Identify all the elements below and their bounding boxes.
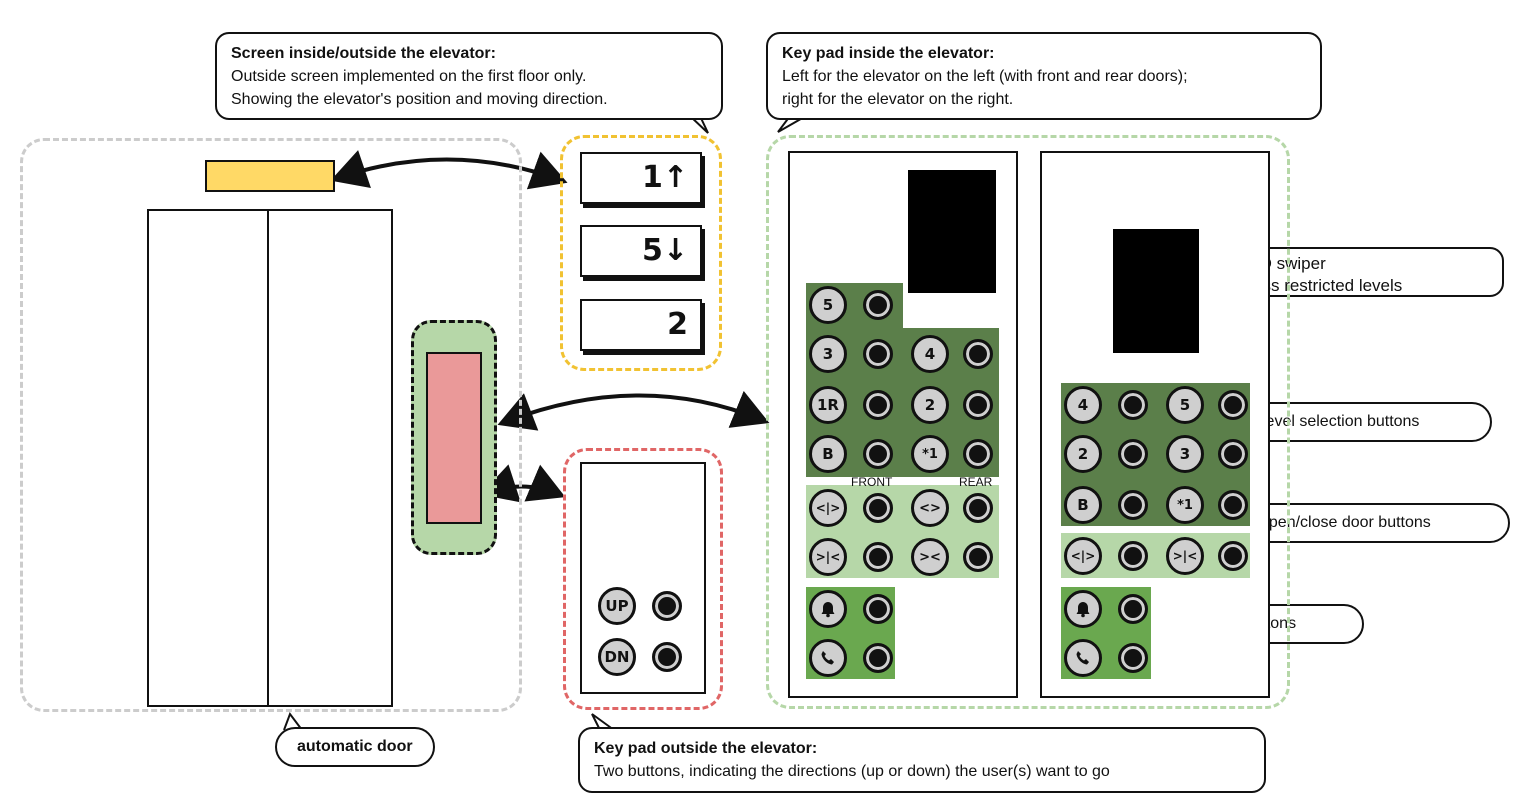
callout-automatic-door: automatic door: [275, 727, 435, 767]
level-button-2[interactable]: 2: [911, 386, 949, 424]
phone-icon: [1076, 651, 1089, 665]
down-indicator: [652, 642, 682, 672]
alarm-button[interactable]: [1064, 590, 1102, 628]
door-indicator: [863, 493, 893, 523]
alarm-indicator: [1118, 594, 1148, 624]
call-panel[interactable]: [426, 352, 482, 524]
level-indicator: [963, 439, 993, 469]
phone-button[interactable]: [809, 639, 847, 677]
level-button-b[interactable]: B: [1064, 486, 1102, 524]
open-door-button[interactable]: <|>: [1064, 537, 1102, 575]
callout-title: Key pad outside the elevator:: [594, 740, 818, 757]
close-door-button[interactable]: >|<: [1166, 537, 1204, 575]
id-swiper[interactable]: [1113, 229, 1199, 353]
front-open-door-button[interactable]: <|>: [809, 489, 847, 527]
bell-icon: [1076, 602, 1090, 618]
phone-indicator: [863, 643, 893, 673]
up-indicator: [652, 591, 682, 621]
elevator-exterior-group: [20, 138, 522, 712]
outside-keypad-group: [563, 448, 723, 710]
level-indicator: [1118, 490, 1148, 520]
level-button-5[interactable]: 5: [809, 286, 847, 324]
level-indicator: [1118, 390, 1148, 420]
callout-line: Two buttons, indicating the directions (…: [594, 763, 1110, 780]
level-indicator: [1218, 439, 1248, 469]
elevator-door-left[interactable]: [147, 209, 269, 707]
callout-keypad-outside: Key pad outside the elevator: Two button…: [578, 727, 1266, 793]
callout-line: Showing the elevator's position and movi…: [231, 91, 608, 108]
alarm-indicator: [863, 594, 893, 624]
up-button[interactable]: UP: [598, 587, 636, 625]
level-indicator: [1218, 490, 1248, 520]
screen-display: 1↑: [580, 152, 702, 204]
callout-line: Left for the elevator on the left (with …: [782, 68, 1188, 85]
door-indicator: [963, 493, 993, 523]
screen-display: 5↓: [580, 225, 702, 277]
alarm-button[interactable]: [809, 590, 847, 628]
rear-label: REAR: [959, 475, 993, 489]
level-button-3[interactable]: 3: [809, 335, 847, 373]
level-button-b[interactable]: B: [809, 435, 847, 473]
callout-level-selection: level selection buttons: [1240, 402, 1492, 442]
callout-title: Screen inside/outside the elevator:: [231, 45, 496, 62]
front-label: FRONT: [851, 475, 893, 489]
level-button-5[interactable]: 5: [1166, 386, 1204, 424]
level-indicator: [863, 390, 893, 420]
door-indicator: [1118, 541, 1148, 571]
level-button-2[interactable]: 2: [1064, 435, 1102, 473]
callout-screen: Screen inside/outside the elevator: Outs…: [215, 32, 723, 120]
bell-icon: [821, 602, 835, 618]
arrow-screen-link: [330, 150, 568, 190]
level-indicator: [863, 439, 893, 469]
phone-indicator: [1118, 643, 1148, 673]
level-button-1r[interactable]: 1R: [809, 386, 847, 424]
callout-line: Outside screen implemented on the first …: [231, 68, 587, 85]
front-close-door-button[interactable]: >|<: [809, 538, 847, 576]
callout-keypad-inside: Key pad inside the elevator: Left for th…: [766, 32, 1322, 120]
level-button-star1[interactable]: *1: [911, 435, 949, 473]
screen-display: 2: [580, 299, 702, 351]
screens-group: [560, 135, 722, 371]
door-indicator: [863, 542, 893, 572]
rear-open-door-button[interactable]: <>: [911, 489, 949, 527]
level-indicator: [1118, 439, 1148, 469]
level-button-star1[interactable]: *1: [1166, 486, 1204, 524]
elevator-door-right[interactable]: [267, 209, 393, 707]
left-display: [908, 170, 996, 293]
inside-keypads-group: [766, 135, 1290, 709]
rear-close-door-button[interactable]: ><: [911, 538, 949, 576]
door-indicator: [1218, 541, 1248, 571]
level-button-4[interactable]: 4: [1064, 386, 1102, 424]
door-indicator: [963, 542, 993, 572]
level-indicator: [863, 290, 893, 320]
level-indicator: [1218, 390, 1248, 420]
level-indicator: [963, 390, 993, 420]
level-button-4[interactable]: 4: [911, 335, 949, 373]
down-button[interactable]: DN: [598, 638, 636, 676]
phone-button[interactable]: [1064, 639, 1102, 677]
callout-title: Key pad inside the elevator:: [782, 45, 995, 62]
level-button-3[interactable]: 3: [1166, 435, 1204, 473]
level-indicator: [863, 339, 893, 369]
outside-screen: [205, 160, 335, 192]
callout-open-close: open/close door buttons: [1238, 503, 1510, 543]
level-indicator: [963, 339, 993, 369]
phone-icon: [821, 651, 834, 665]
arrow-inside-keypad-link: [497, 390, 770, 431]
callout-line: right for the elevator on the right.: [782, 91, 1014, 108]
